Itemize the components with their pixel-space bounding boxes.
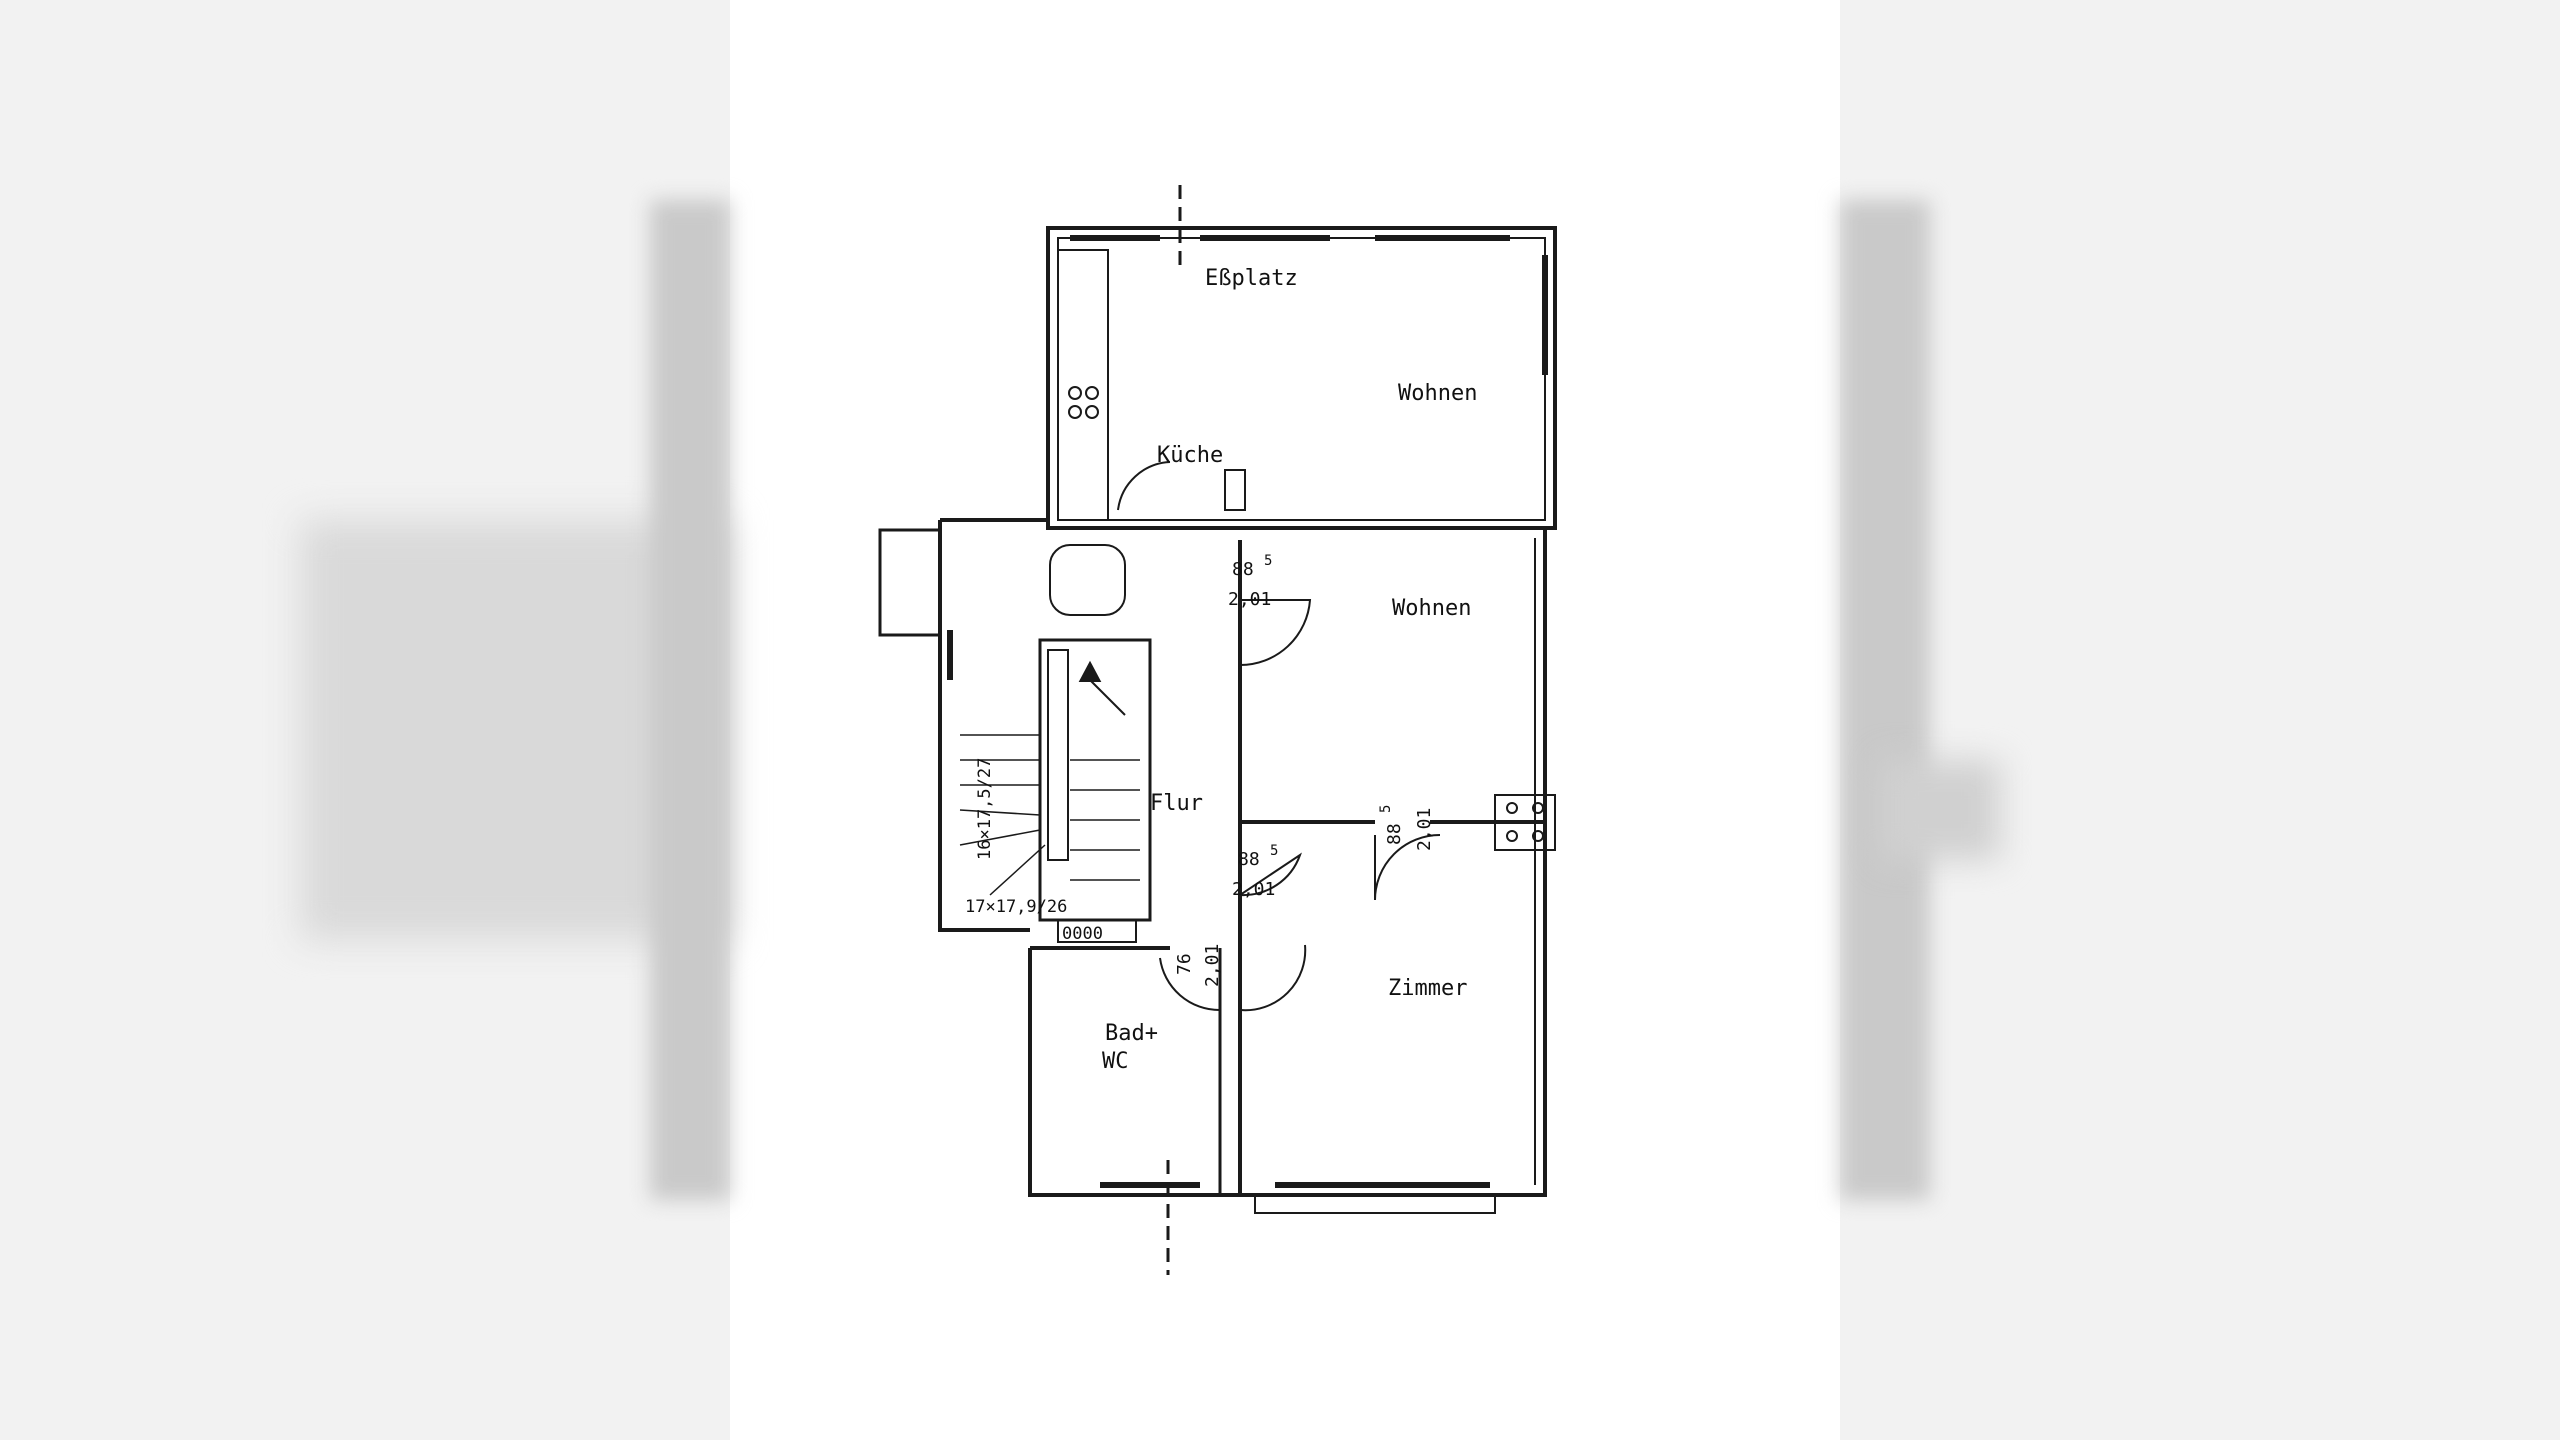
vent-label: 0000 [1062,924,1103,944]
wall-upper-block [1046,226,1557,530]
stair-arrow [1078,660,1102,682]
stair-tread-6 [989,844,1046,896]
label-bad-1: Bad+ [1105,1021,1158,1046]
label-flur: Flur [1150,791,1203,816]
stair-tread-4 [959,809,1041,816]
door-swing-zimmer-2 [1374,834,1441,901]
wall-stair-left [938,520,1030,932]
kitchen-door-swing [1117,461,1171,511]
stove-burner-1 [1068,386,1082,400]
entry-porch [878,528,942,637]
door1-width-sup: 5 [1264,553,1272,569]
label-bad-2: WC [1102,1049,1129,1074]
door2-width: 88 [1238,849,1260,870]
label-wohnen-mid: Wohnen [1392,596,1471,621]
door2-width-sup: 5 [1270,843,1278,859]
label-essplatz: Eßplatz [1205,266,1298,291]
door4-width: 76 [1174,953,1195,975]
chimney [1494,794,1556,851]
door-swing-zimmer-1 [1239,852,1302,897]
stair-tread-5 [959,829,1041,846]
door2-height: 2,01 [1232,879,1275,900]
door-swing-zimmer-3 [1239,944,1307,1012]
door3-width-sup: 5 [1378,805,1394,813]
chimney-flue-2 [1532,802,1544,814]
door4-height: 2,01 [1202,944,1223,987]
stove-burner-2 [1085,386,1099,400]
bay-bottom [1254,1194,1496,1214]
left-blur-edge [650,200,730,1200]
door1-width: 88 [1232,559,1254,580]
stair-well [1047,649,1069,861]
left-blurred-margin [0,0,730,1440]
wall-upper-block-inner [1057,237,1546,521]
stove-burner-3 [1068,405,1082,419]
fridge [1224,469,1246,511]
door3-height: 2,01 [1414,808,1435,851]
stair-arrow-line [1089,679,1126,716]
wall-left-lower [1028,948,1240,1197]
chimney-flue-4 [1532,830,1544,842]
door3-width: 88 [1384,823,1405,845]
stair-dim-b: 17×17,9/26 [965,897,1067,917]
kitchen-counter [1057,249,1109,521]
chimney-flue-3 [1506,830,1518,842]
right-blur-edge [1840,200,1930,1200]
vent-block [1057,919,1137,943]
door1-height: 2,01 [1228,589,1271,610]
chimney-flue-1 [1506,802,1518,814]
stove-burner-4 [1085,405,1099,419]
right-blur-shape [1880,760,2000,860]
door-swing-wohnen [1239,599,1312,667]
stair-dim-a: 16×17,5/27 [975,758,995,860]
door-swing-bath [1159,957,1221,1012]
wall-right-lower [1240,528,1547,1197]
label-wohnen-top: Wohnen [1398,381,1477,406]
label-kueche: Küche [1157,443,1223,468]
right-blurred-margin [1840,0,2560,1440]
wardrobe [1049,544,1126,616]
label-zimmer: Zimmer [1388,976,1467,1001]
